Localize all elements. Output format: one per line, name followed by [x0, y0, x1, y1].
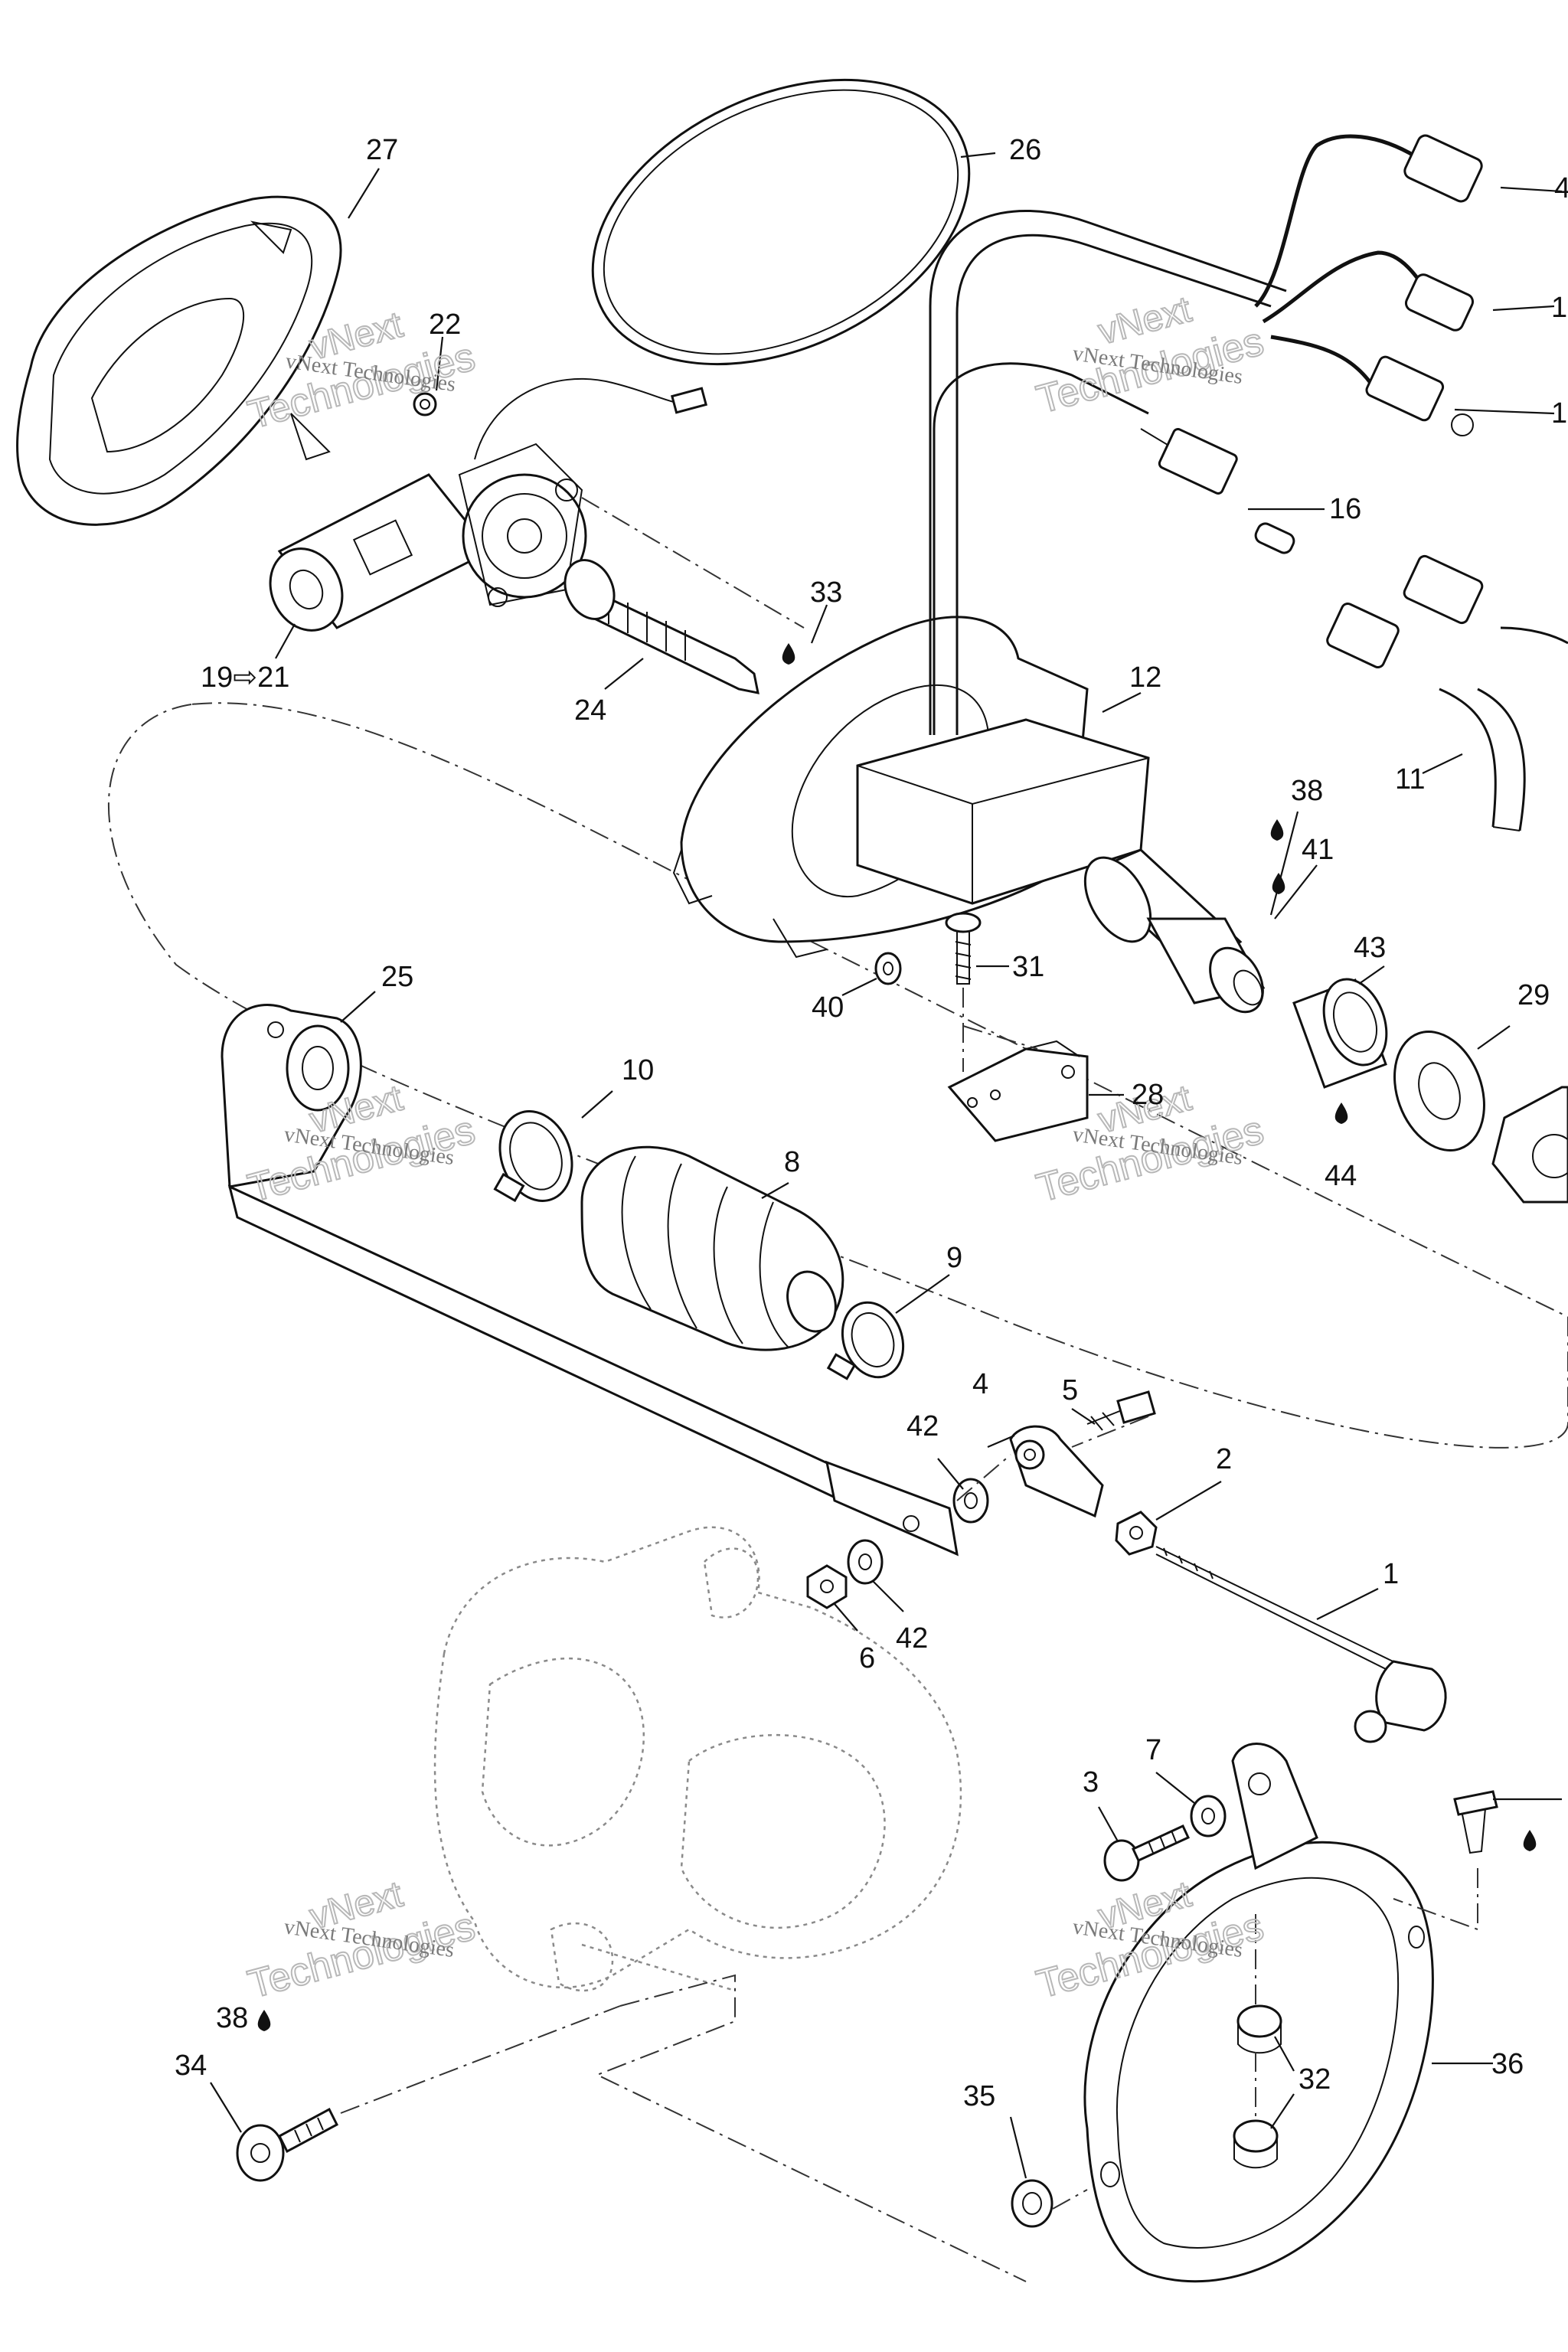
nut-large	[1491, 1086, 1568, 1204]
part-3-screw	[1103, 1824, 1190, 1882]
oil-drop-icon	[257, 2010, 271, 2031]
callout-34: 34	[175, 2050, 207, 2082]
callout-42-upper: 42	[906, 1410, 939, 1442]
callout-41: 41	[1302, 834, 1334, 866]
part-35-grommet	[1011, 2179, 1054, 2228]
part-5-bolt	[1086, 1390, 1156, 1431]
callout-8: 8	[784, 1146, 800, 1178]
part-16-connector	[1140, 427, 1295, 554]
callout-38-top: 38	[1291, 775, 1323, 807]
callout-27: 27	[366, 134, 398, 166]
callout-24: 24	[574, 694, 606, 727]
oil-drop-icon	[782, 643, 795, 665]
rod-end-axis	[956, 1416, 1149, 1501]
part-12-gear-housing	[672, 616, 1150, 959]
callout-5: 5	[1062, 1374, 1078, 1406]
part-27-cover	[16, 195, 342, 526]
callout-6: 6	[859, 1642, 875, 1674]
motor-connector	[670, 387, 708, 414]
hose-secondary	[933, 362, 1149, 735]
part-34-bolt	[236, 2107, 338, 2182]
part-28-bracket	[947, 1040, 1089, 1142]
part-6-nut	[806, 1564, 848, 1609]
part-31-screw	[945, 912, 982, 985]
callout-40: 40	[812, 991, 844, 1024]
part-2-nut	[1115, 1511, 1158, 1556]
part-24-worm-shaft	[564, 559, 760, 694]
callout-1-mid: 1	[1383, 1558, 1399, 1590]
callout-25: 25	[381, 961, 413, 993]
motor-wire	[474, 377, 675, 460]
watermark-group-bottom-left: vNext Technologies vNext Technologies	[243, 1873, 480, 2008]
part-22-nut	[413, 392, 437, 416]
part-7-washer	[1190, 1795, 1227, 1838]
callout-16: 16	[1329, 493, 1361, 525]
bracket-axis	[962, 1025, 1038, 1050]
callout-42-lower: 42	[896, 1622, 928, 1655]
part-42a-washer	[952, 1478, 989, 1524]
oil-drop-icon	[1523, 1830, 1537, 1851]
callout-7: 7	[1145, 1734, 1161, 1766]
callout-44: 44	[1325, 1160, 1357, 1192]
part-8-boot	[580, 1145, 844, 1351]
hose-main	[929, 209, 1287, 735]
screw-right-edge	[1453, 1790, 1498, 1854]
callout-9: 9	[946, 1242, 962, 1274]
callout-1-top-a: 1	[1551, 292, 1567, 324]
callout-33: 33	[810, 577, 842, 609]
callout-43: 43	[1354, 932, 1386, 964]
callout-36: 36	[1491, 2048, 1524, 2080]
part-19-21-motor	[269, 443, 587, 632]
callout-35: 35	[963, 2080, 995, 2112]
callout-29: 29	[1517, 979, 1550, 1011]
callout-22: 22	[429, 309, 461, 341]
part-1-rod	[1155, 1546, 1447, 1743]
part-32-grommet-lower	[1233, 2119, 1279, 2169]
part-4-rod-end	[1009, 1425, 1104, 1518]
part-43-bushing	[1292, 978, 1388, 1089]
hose-main-inner	[956, 234, 1272, 735]
part-42b-washer	[847, 1539, 884, 1585]
part-11-harness	[1326, 554, 1568, 831]
bolt-34-axis	[340, 2005, 621, 2114]
callout-38-bottom: 38	[216, 2002, 248, 2034]
callout-3: 3	[1083, 1766, 1099, 1798]
oil-drop-icon	[1334, 1102, 1348, 1124]
motor-axis	[581, 497, 805, 629]
part-25-lever-arm	[220, 1004, 959, 1557]
callout-11: 11	[1395, 763, 1425, 795]
part-26-belt	[591, 78, 971, 366]
callout-4-top: 4	[1554, 172, 1568, 204]
callout-2: 2	[1216, 1443, 1232, 1475]
part-10-clamp	[493, 1110, 573, 1203]
watermark-group-top-right: vNext Technologies vNext Technologies	[1031, 289, 1269, 423]
wiring-harness	[1254, 134, 1483, 436]
callout-32: 32	[1298, 2063, 1331, 2096]
output-shaft	[1083, 848, 1266, 1014]
oil-drop-icon	[1270, 819, 1284, 841]
leader-lines	[210, 152, 1563, 2179]
callout-19-21: 19⇨21	[201, 662, 289, 694]
callout-labels: 27 26 22 19⇨21 24 33 12 16 11 4 1 1 38 4…	[175, 134, 1568, 2112]
callout-10: 10	[622, 1054, 654, 1086]
callout-26: 26	[1009, 134, 1041, 166]
callout-1-top-b: 1	[1551, 397, 1567, 430]
transmission-ghost	[433, 1526, 962, 1992]
callout-31: 31	[1012, 951, 1044, 983]
part-36-mount-ring	[1083, 1743, 1434, 2283]
callout-4-mid: 4	[972, 1368, 988, 1400]
ring-mount-axis	[1052, 1868, 1478, 2210]
callout-28: 28	[1132, 1079, 1164, 1111]
part-29-washer	[1393, 1031, 1485, 1152]
transmission-mount-axis	[595, 1974, 1027, 2282]
callout-12: 12	[1129, 662, 1161, 694]
part-9-clamp	[826, 1301, 905, 1380]
part-40-grommet	[874, 952, 902, 985]
